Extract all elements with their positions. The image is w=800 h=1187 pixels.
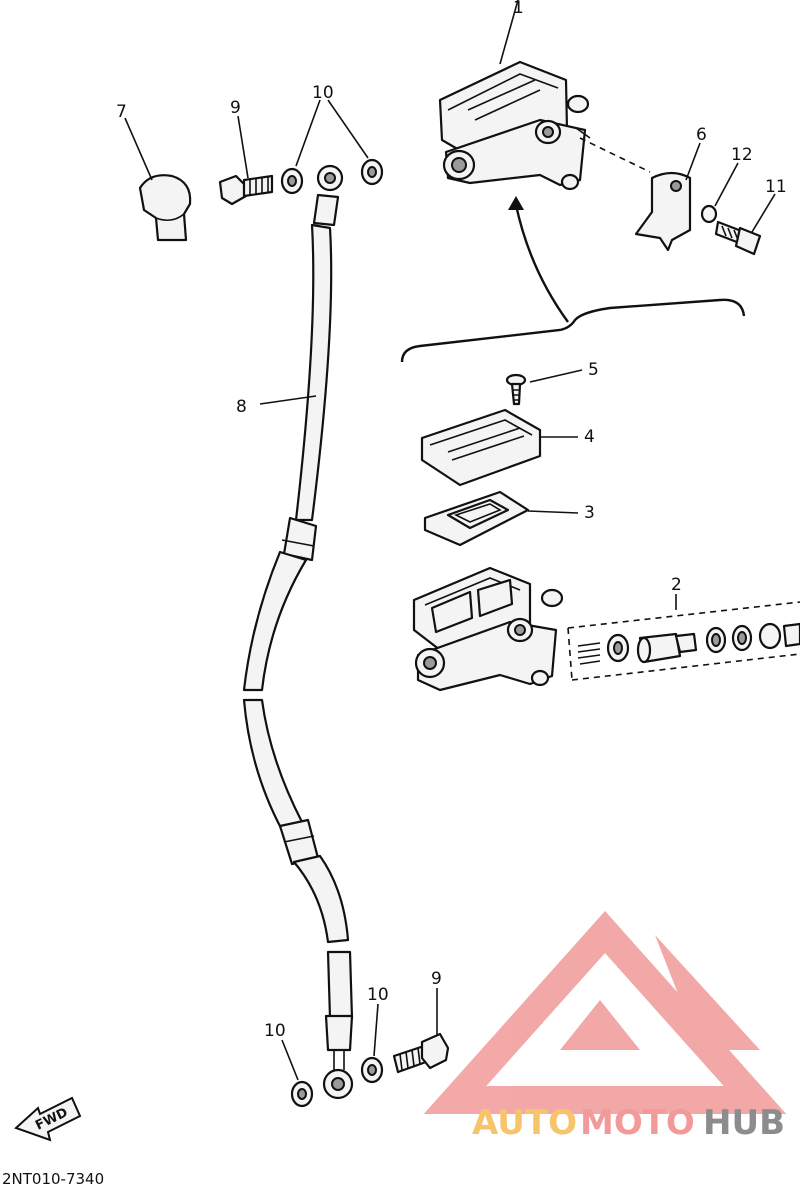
callout-3: 3 [584, 503, 595, 523]
piston-kit-2 [567, 601, 800, 681]
watermark-text-hub: HUB [703, 1103, 785, 1143]
callout-4: 4 [584, 427, 595, 447]
brake-hose-8 [242, 164, 354, 1100]
bolt-11 [714, 220, 762, 256]
watermark-text: AUTO MOTO HUB [472, 1103, 785, 1143]
callout-10-bottom-left: 10 [264, 1021, 286, 1041]
watermark-text-auto: AUTO [472, 1103, 577, 1143]
callout-12: 12 [731, 145, 753, 165]
fwd-arrow-icon: FWD [14, 1096, 82, 1142]
callout-9-top: 9 [230, 98, 241, 118]
callout-10-top: 10 [312, 83, 334, 103]
screw-5 [505, 373, 527, 406]
master-cylinder-assembly [438, 60, 591, 191]
holder-bracket [634, 171, 692, 252]
union-bolt-9-top [218, 174, 274, 206]
master-cylinder-body [412, 566, 564, 692]
washer-12 [700, 204, 718, 224]
callout-2: 2 [671, 575, 682, 595]
callout-5: 5 [588, 360, 599, 380]
callout-10-bottom-right: 10 [367, 985, 389, 1005]
boot-7 [138, 174, 192, 242]
diaphragm-3 [423, 490, 530, 547]
diagram-code: 2NT010-7340 [2, 1170, 104, 1187]
watermark-text-moto: MOTO [580, 1103, 695, 1143]
callout-8: 8 [236, 397, 247, 417]
callout-7: 7 [116, 102, 127, 122]
union-bolt-9-bottom [392, 1032, 450, 1074]
reservoir-cap-4 [420, 408, 542, 487]
callout-11: 11 [765, 177, 787, 197]
callout-1: 1 [513, 0, 524, 18]
callout-9-bottom: 9 [431, 969, 442, 989]
watermark-logo-icon [423, 910, 787, 1114]
callout-6: 6 [696, 125, 707, 145]
